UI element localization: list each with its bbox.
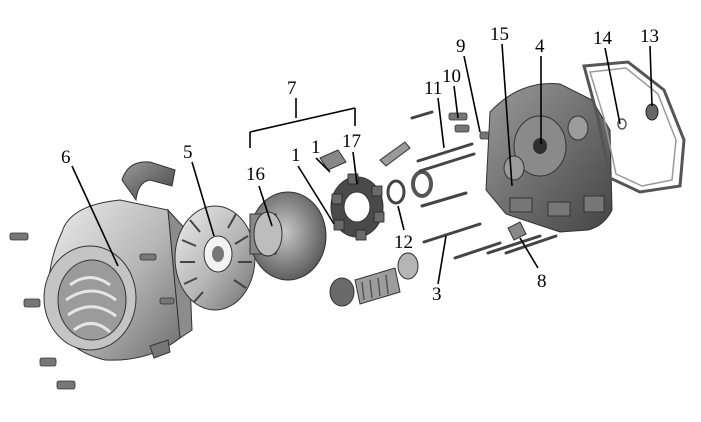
callout-14: 14 [593,28,613,49]
small-bolts [448,112,495,140]
callout-6: 6 [61,147,71,168]
flywheel-rotor-part [249,191,327,281]
callout-1-right: 1 [311,137,321,158]
callout-5: 5 [183,142,193,163]
callout-11: 11 [424,78,442,99]
screws-left [9,232,175,390]
crankcase-cover-part [485,83,613,241]
callout-1-left: 1 [291,145,301,166]
washers-part [386,170,433,205]
callout-4: 4 [535,36,545,57]
callout-3: 3 [432,284,442,305]
callout-9: 9 [456,36,466,57]
callout-labels: 6 5 7 16 1 1 17 12 3 11 10 9 15 4 8 14 1… [61,24,659,305]
starter-gear-part [329,252,419,307]
cooling-fan-part [174,205,256,311]
callout-16: 16 [246,164,265,185]
long-bolts [410,110,558,260]
callout-8: 8 [537,271,547,292]
callout-13: 13 [640,26,659,47]
fan-cover-part [43,161,193,361]
callout-10: 10 [442,66,461,87]
callout-12: 12 [394,232,413,253]
stator-part [319,141,411,241]
callout-15: 15 [490,24,509,45]
leader-lines [71,43,653,285]
callout-7: 7 [287,78,297,99]
callout-17: 17 [342,131,361,152]
